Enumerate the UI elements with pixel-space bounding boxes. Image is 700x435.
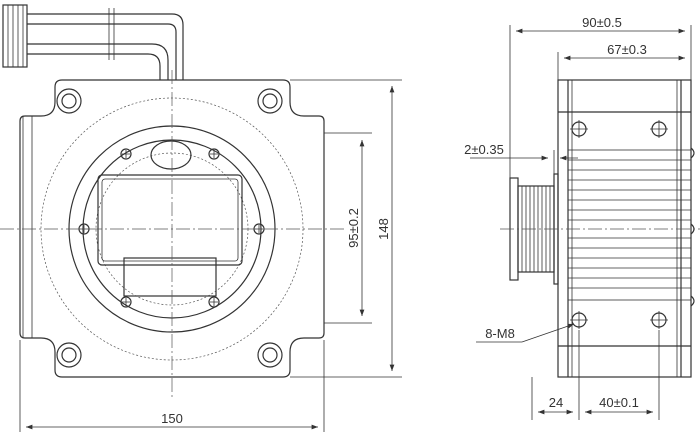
label-thread-callout: 8-M8 — [485, 326, 515, 341]
label-front-offset: 24 — [549, 395, 563, 410]
dimension-hole-spacing: 95±0.2 — [324, 132, 372, 324]
dimension-body-length: 67±0.3 — [557, 42, 685, 80]
dimension-pulley-offset: 2±0.35 — [464, 142, 578, 174]
side-view: 90±0.5 67±0.3 2±0.35 8-M8 24 — [464, 15, 700, 420]
dimension-overall-length: 90±0.5 — [509, 15, 692, 178]
sensor-window-inner — [101, 178, 239, 262]
side-body — [557, 79, 692, 378]
label-pulley-offset: 2±0.35 — [464, 142, 504, 157]
housing-step — [22, 115, 33, 339]
label-width: 150 — [161, 411, 183, 426]
label-height: 148 — [376, 218, 391, 240]
side-holes — [570, 120, 668, 329]
connector-block — [123, 257, 217, 297]
corner-screw-bl — [56, 342, 82, 368]
dimension-bottom: 24 40±0.1 — [531, 330, 660, 420]
sensor-window — [97, 174, 243, 266]
dimension-width: 150 — [19, 340, 325, 432]
front-view: 95±0.2 148 150 — [0, 4, 402, 432]
mount-screws — [78, 148, 265, 308]
thread-callout: 8-M8 — [476, 323, 575, 343]
cable-assembly — [2, 4, 184, 80]
label-hole-pitch-side: 40±0.1 — [599, 395, 639, 410]
label-body-length: 67±0.3 — [607, 42, 647, 57]
oval-port — [150, 140, 192, 170]
cooling-fins — [567, 149, 692, 301]
label-overall-length: 90±0.5 — [582, 15, 622, 30]
corner-screw-tr — [257, 88, 283, 114]
corner-screw-br — [257, 342, 283, 368]
corner-screw-tl — [56, 88, 82, 114]
dimension-height: 148 — [290, 79, 402, 378]
label-hole-spacing: 95±0.2 — [346, 208, 361, 248]
